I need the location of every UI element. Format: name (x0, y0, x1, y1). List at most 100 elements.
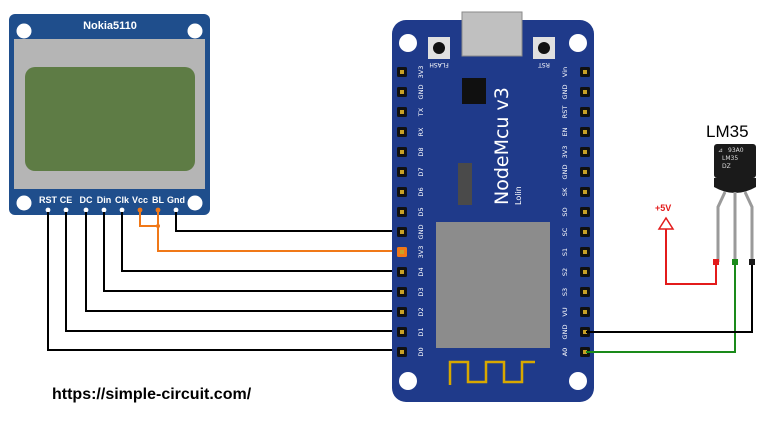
right-header-pin-contact (583, 110, 587, 114)
left-header-pin-contact (400, 130, 404, 134)
left-pin-label: 3V3 (417, 246, 425, 259)
lcd-pin-label-gnd: Gnd (167, 195, 185, 205)
left-pin-label: D5 (417, 207, 425, 216)
lcd-mount-hole (187, 23, 203, 39)
right-header-pin-contact (583, 270, 587, 274)
right-header-pin-contact (583, 210, 587, 214)
usb-connector (461, 11, 523, 57)
vcc-supply: +5V (655, 203, 675, 230)
lm35-title: LM35 (706, 122, 749, 141)
right-header-pin-contact (583, 150, 587, 154)
wire-rst-d0 (47, 212, 402, 351)
right-header-pin-contact (583, 230, 587, 234)
mcu-name: NodeMcu v3 (491, 87, 513, 205)
right-pin-label: Vin (561, 67, 569, 77)
lead-end (749, 259, 755, 265)
lcd-wires (47, 212, 402, 351)
right-pin-label: A0 (561, 348, 569, 357)
left-pin-label: D6 (417, 187, 425, 196)
wire-dc-d2 (85, 212, 402, 312)
right-header-pin-contact (583, 90, 587, 94)
pcb-antenna (448, 360, 535, 385)
left-header-pin-contact (400, 150, 404, 154)
wire-lm35-gnd-gnd (586, 262, 753, 333)
lcd-mount-hole (187, 195, 203, 211)
right-header-pin-contact (583, 350, 587, 354)
vcc-arrow-icon (657, 216, 675, 230)
right-header-pin-contact (583, 310, 587, 314)
wire-ce-d1 (65, 212, 402, 332)
left-header-pin-contact (400, 170, 404, 174)
mcu-small-chip (462, 78, 486, 104)
source-url: https://simple-circuit.com/ (52, 386, 252, 403)
left-pin-label: D3 (417, 287, 425, 296)
left-pin-label: D2 (417, 307, 425, 316)
right-pin-label: GND (561, 85, 569, 100)
right-header-pin-contact (583, 130, 587, 134)
lcd-pin-label-dc: DC (80, 195, 93, 205)
right-pin-label: VU (561, 307, 569, 316)
left-header-pin-contact (400, 330, 404, 334)
right-pin-label: EN (561, 127, 569, 136)
right-pin-label: SO (561, 207, 569, 216)
right-pin-label: S3 (561, 288, 569, 296)
nokia5110-module: Nokia5110 RST CE DC Din Clk Vcc BL Gnd (9, 14, 210, 215)
left-header-pin-contact (400, 290, 404, 294)
right-pin-label: S2 (561, 268, 569, 276)
wire-junction (156, 224, 160, 228)
right-pin-label: 3V3 (561, 146, 569, 159)
right-pin-label: S1 (561, 248, 569, 256)
flash-button: FLASH (428, 37, 450, 68)
lm35-sensor: LM35 93A0 LM35 DZ ⊿ (706, 122, 756, 262)
lm35-lead-gnd (743, 191, 754, 262)
left-pin-label: D0 (417, 347, 425, 356)
wire-lm35-vout-a0 (586, 262, 736, 353)
lcd-pin-label-clk: Clk (115, 195, 130, 205)
left-header-pin-contact (400, 350, 404, 354)
lm35-chip-line3: DZ (722, 163, 731, 170)
lm35-chip-line1: 93A0 (728, 147, 744, 154)
mcu-regulator (458, 163, 472, 205)
right-pin-label: SC (561, 227, 569, 236)
left-pin-label: D1 (417, 327, 425, 336)
lm35-body (714, 144, 756, 178)
left-header-pin-contact (400, 270, 404, 274)
mcu-mount-hole (399, 372, 417, 390)
lead-end (732, 259, 738, 265)
wire-gnd-gnd (175, 212, 402, 232)
vcc-label: +5V (655, 203, 671, 213)
lead-end (713, 259, 719, 265)
wire-lm35-vs-5v (665, 229, 717, 285)
lcd-pin-labels: RST CE DC Din Clk Vcc BL Gnd (39, 195, 185, 205)
left-header-pin-contact (400, 90, 404, 94)
right-header-pin-contact (583, 290, 587, 294)
flash-button-label: FLASH (429, 61, 448, 68)
right-pin-label: GND (561, 325, 569, 340)
right-header-pin-contact (583, 250, 587, 254)
right-pin-label: GND (561, 165, 569, 180)
left-pin-label: GND (417, 225, 425, 240)
left-header-pin-contact (400, 210, 404, 214)
lcd-title: Nokia5110 (83, 20, 137, 32)
reset-button-label: RST (538, 61, 550, 68)
lcd-screen (25, 67, 195, 171)
lcd-pin-label-din: Din (97, 195, 112, 205)
left-header-pin-contact (400, 70, 404, 74)
left-pin-label: RX (417, 127, 425, 137)
nodemcu-board: FLASH RST NodeMcu v3 Lolin 3V3GNDTXRXD8D… (392, 11, 594, 402)
left-header-pin-contact (400, 110, 404, 114)
lcd-pin-pads (45, 207, 179, 213)
mcu-mount-hole (399, 34, 417, 52)
left-header-pin-contact (400, 230, 404, 234)
lcd-pin-label-ce: CE (60, 195, 73, 205)
right-header-pin-contact (583, 190, 587, 194)
ti-logo-icon: ⊿ (718, 147, 723, 154)
left-pin-label: D7 (417, 167, 425, 176)
left-pin-label: TX (417, 107, 425, 117)
left-pin-label: D4 (417, 267, 425, 276)
left-header-pin-contact (400, 190, 404, 194)
